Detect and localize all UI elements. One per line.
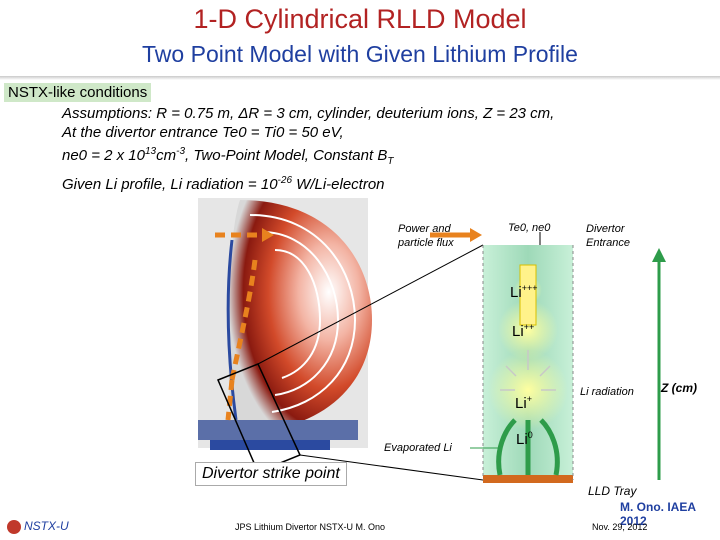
reference-label: M. Ono. IAEA 2012	[620, 500, 696, 528]
slide-title: 1-D Cylindrical RLLD Model	[193, 4, 527, 34]
density-unit: cm	[156, 147, 177, 164]
li-neutral: Li0	[516, 430, 533, 448]
density-exponent: 13	[144, 146, 157, 157]
evaporated-li-label: Evaporated Li	[384, 442, 452, 454]
lld-tray-label: LLD Tray	[588, 484, 637, 498]
footer-date: Nov. 29, 2012	[592, 522, 648, 532]
density-text: ne0 = 2 x 10	[62, 147, 145, 164]
li-single-ion: Li+	[515, 394, 532, 412]
power-flux-label-line1: Power and	[398, 223, 451, 235]
radiation-exponent: -26	[277, 175, 292, 186]
lld-tray	[483, 475, 573, 483]
nstx-logo-icon	[7, 520, 21, 534]
plasma-cross-section	[198, 198, 372, 450]
field-subscript: T	[387, 156, 394, 167]
evaporation-arrows	[496, 418, 560, 476]
li-radiation-rays	[500, 350, 556, 391]
li-glow-1	[488, 350, 568, 430]
assumption-line-4: Given Li profile, Li radiation = 10-26 W…	[62, 171, 554, 194]
density-unit-exponent: -3	[176, 146, 186, 157]
nstx-logo-text: NSTX-U	[24, 519, 69, 533]
flux-arrows	[215, 232, 262, 421]
model-text: , Two-Point Model, Constant B	[185, 147, 388, 164]
assumptions-block: Assumptions: R = 0.75 m, ΔR = 3 cm, cyli…	[62, 104, 554, 194]
li-double-ion: Li++	[512, 322, 534, 340]
leader-top	[257, 244, 484, 365]
li-triple-ion: Li+++	[510, 283, 537, 301]
radiation-unit: W/Li-electron	[292, 176, 385, 193]
power-flux-label: Power and particle flux	[398, 222, 454, 250]
assumption-line-1: Assumptions: R = 0.75 m, ΔR = 3 cm, cyli…	[62, 105, 555, 122]
conditions-tag: NSTX-like conditions	[4, 83, 152, 102]
z-axis-label: Z (cm)	[661, 381, 697, 395]
divertor-entrance-label: Divertor Entrance	[586, 222, 630, 250]
temp-density-label: Te0, ne0	[508, 222, 551, 234]
li0-symbol: Li	[516, 431, 528, 448]
slide-subtitle: Two Point Model with Given Lithium Profi…	[142, 41, 578, 67]
divertor-label-line1: Divertor	[586, 223, 625, 235]
assumption-line-2: At the divertor entrance Te0 = Ti0 = 50 …	[62, 124, 344, 141]
divertor-strike-point-label: Divertor strike point	[195, 462, 347, 486]
assumption-line-3: ne0 = 2 x 1013cm-3, Two-Point Model, Con…	[62, 142, 554, 171]
footer-presentation: JPS Lithium Divertor NSTX-U M. Ono	[235, 522, 386, 532]
radiation-text: Given Li profile, Li radiation = 10	[62, 176, 278, 193]
power-flux-label-line2: particle flux	[398, 237, 454, 249]
li1-symbol: Li	[515, 395, 527, 412]
li2-charge: ++	[523, 322, 535, 332]
li2-symbol: Li	[512, 323, 524, 340]
li-radiation-label: Li radiation	[580, 386, 634, 398]
divertor-label-line2: Entrance	[586, 237, 631, 249]
li0-charge: 0	[527, 430, 533, 440]
li1-charge: +	[526, 394, 532, 404]
li-transport-arrow	[519, 264, 537, 326]
z-axis-arrowhead	[652, 248, 666, 262]
leader-bottom	[299, 454, 484, 481]
title-divider	[0, 76, 720, 80]
li-glow-2	[498, 300, 558, 360]
power-flux-arrowhead	[470, 228, 482, 242]
flux-arrow-heads	[262, 228, 274, 242]
li3-charge: +++	[521, 283, 538, 293]
li3-symbol: Li	[510, 284, 522, 301]
